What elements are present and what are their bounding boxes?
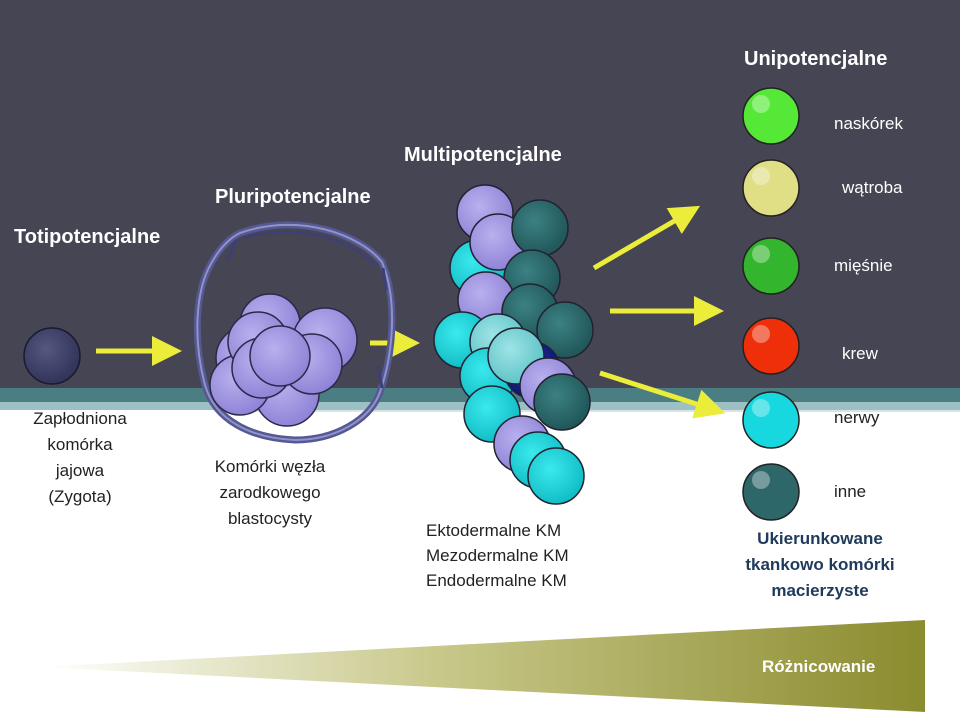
arrow-multi-down bbox=[599, 370, 726, 419]
caption-zygote-line: jajowa bbox=[55, 461, 105, 480]
caption-germ-layer-line: Mezodermalne KM bbox=[426, 546, 569, 565]
caption-blastocyst-line: blastocysty bbox=[227, 509, 313, 528]
arrow-multi-up bbox=[592, 205, 701, 271]
caption-zygote: Zapłodniona komórka jajowa (Zygota) bbox=[0, 406, 160, 510]
unipotent-cells bbox=[742, 87, 800, 521]
inner-cell-mass bbox=[209, 293, 358, 427]
stage-title-uni: Unipotencjalne bbox=[744, 48, 888, 70]
stage-title-multi: Multipotencjalne bbox=[404, 144, 562, 166]
caption-blastocyst-line: Komórki węzła bbox=[214, 457, 326, 476]
cell-nerwy bbox=[742, 391, 800, 449]
caption-germ-layers: Ektodermalne KM Mezodermalne KM Endoderm… bbox=[426, 518, 569, 593]
multipotent-cluster bbox=[433, 184, 594, 505]
caption-committed-line: macierzyste bbox=[771, 581, 869, 600]
cell-label-nerwy: nerwy bbox=[834, 408, 880, 427]
caption-blastocyst-line: zarodkowego bbox=[219, 483, 321, 502]
caption-committed: Ukierunkowane tkankowo komórki macierzys… bbox=[700, 526, 940, 604]
cell-label-krew: krew bbox=[842, 344, 878, 363]
stage-title-toti: Totipotencjalne bbox=[14, 226, 161, 248]
differentiation-label: Różnicowanie bbox=[762, 657, 876, 676]
cell-label-watroba: wątroba bbox=[842, 178, 903, 197]
caption-committed-line: tkankowo komórki bbox=[745, 555, 895, 574]
zygote-cell bbox=[23, 327, 81, 385]
caption-germ-layer-line: Endodermalne KM bbox=[426, 571, 567, 590]
cell-naskorek bbox=[742, 87, 800, 145]
caption-zygote-line: komórka bbox=[47, 435, 113, 454]
caption-zygote-line: Zapłodniona bbox=[33, 409, 127, 428]
differentiation-wedge bbox=[40, 620, 925, 712]
stage-title-pluri: Pluripotencjalne bbox=[215, 186, 371, 208]
caption-blastocyst: Komórki węzła zarodkowego blastocysty bbox=[190, 454, 350, 532]
cell-watroba bbox=[742, 159, 800, 217]
caption-germ-layer-line: Ektodermalne KM bbox=[426, 521, 562, 540]
cell-inne bbox=[742, 463, 800, 521]
cell-miesnie bbox=[742, 237, 800, 295]
cell-label-inne: inne bbox=[834, 482, 867, 501]
caption-zygote-line: (Zygota) bbox=[48, 487, 112, 506]
cell-krew bbox=[742, 317, 800, 375]
cell-label-naskorek: naskórek bbox=[834, 114, 903, 133]
cell-label-miesnie: mięśnie bbox=[834, 256, 893, 275]
blastocyst-membrane bbox=[193, 221, 396, 444]
caption-committed-line: Ukierunkowane bbox=[757, 529, 883, 548]
